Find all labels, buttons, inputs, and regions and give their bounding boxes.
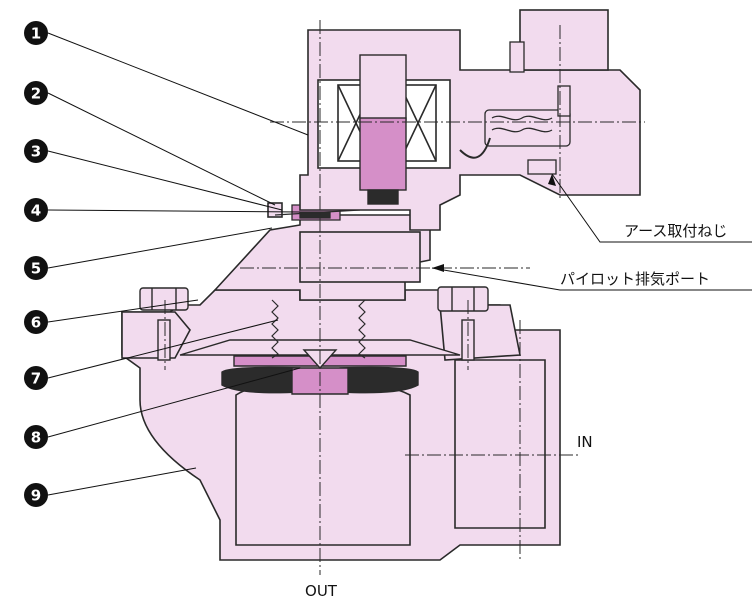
callout-2: 2 [24,81,48,105]
callout-5-badge [24,256,48,280]
centerlines [164,20,645,575]
callout-7-number: 7 [31,370,41,388]
valve-body [121,289,561,561]
callout-5: 5 [24,256,48,280]
callout-3: 3 [24,139,48,163]
callout-8-number: 8 [31,429,41,447]
callout-3-badge [24,139,48,163]
callout-9: 9 [24,483,48,507]
main-springs [271,299,366,359]
callout-7-badge [24,366,48,390]
callout-2-number: 2 [31,85,41,103]
leader-arrows [432,174,556,272]
callout-3-number: 3 [31,143,41,161]
pilot-exhaust-port-label: パイロット排気ポート [560,270,710,288]
callout-6-number: 6 [31,314,41,332]
terminal-box [459,41,571,175]
callout-4-badge [24,198,48,222]
callout-6: 6 [24,310,48,334]
callout-9-badge [24,483,48,507]
callout-4: 4 [24,198,48,222]
callout-8-badge [24,425,48,449]
callout-1-badge [24,21,48,45]
solenoid-housing [299,9,641,231]
callout-6-badge [24,310,48,334]
callout-5-number: 5 [31,260,41,278]
out-port-label: OUT [305,582,338,600]
callout-1: 1 [24,21,48,45]
plunger [359,54,407,205]
callout-2-badge [24,81,48,105]
earth-screw-label: アース取付ねじ [624,222,727,240]
callout-4-number: 4 [31,202,41,220]
diaphragm-assembly [179,339,461,395]
callout-7: 7 [24,366,48,390]
callout-8: 8 [24,425,48,449]
in-port-label: IN [577,433,593,451]
callout-9-number: 9 [31,487,41,505]
leader-lines [47,32,752,496]
callout-1-number: 1 [31,25,41,43]
